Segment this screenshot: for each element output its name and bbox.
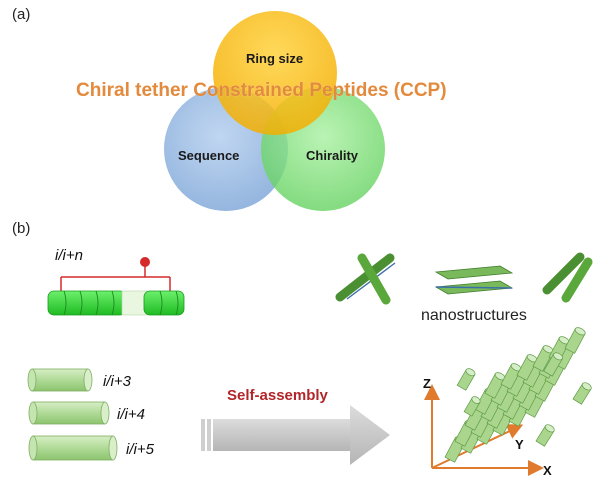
lattice-cylinder	[463, 396, 481, 417]
axis-label-x: X	[543, 463, 552, 478]
cylinder-i5	[28, 435, 118, 461]
self-assembly-label: Self-assembly	[227, 387, 328, 404]
lattice-cylinder	[564, 327, 586, 354]
peptide-label-i4: i/i+4	[117, 406, 145, 423]
venn-label-chirality: Chirality	[306, 148, 359, 163]
lattice-cylinder	[543, 352, 563, 377]
venn-label-sequence: Sequence	[178, 148, 240, 163]
lattice-cylinder	[535, 424, 555, 447]
lattice-cylinder	[516, 354, 538, 381]
panel-b-label: (b)	[12, 220, 31, 237]
panel-a-label: (a)	[12, 6, 31, 23]
venn-circle-ring-size	[213, 11, 337, 135]
lattice-cylinder	[532, 345, 554, 372]
tether-label: i/i+n	[55, 247, 83, 264]
tethered-helix	[47, 257, 185, 316]
axis-label-z: Z	[423, 376, 431, 391]
assembled-lattice	[444, 327, 592, 463]
nanostructures-label: nanostructures	[421, 307, 527, 324]
venn-label-ring-size: Ring size	[246, 51, 304, 66]
self-assembly-arrow	[201, 405, 390, 465]
nanostructure-sheets	[434, 265, 514, 295]
lattice-cylinder	[500, 363, 522, 390]
cylinder-i3	[27, 368, 93, 392]
venn-diagram	[164, 11, 385, 211]
nanostructure-x-shape	[335, 253, 396, 305]
peptide-label-i5: i/i+5	[126, 441, 154, 458]
axis-label-y: Y	[515, 437, 524, 452]
ccp-title: Chiral tether Constrained Peptides (CCP)	[76, 80, 447, 101]
nanostructure-bundle	[542, 252, 593, 303]
cylinder-i4	[28, 401, 110, 425]
peptide-label-i3: i/i+3	[103, 373, 131, 390]
tether-pin-icon	[140, 257, 150, 267]
lattice-cylinder	[484, 372, 506, 399]
lattice-cylinder	[572, 382, 592, 405]
lattice-cylinder	[456, 368, 476, 391]
